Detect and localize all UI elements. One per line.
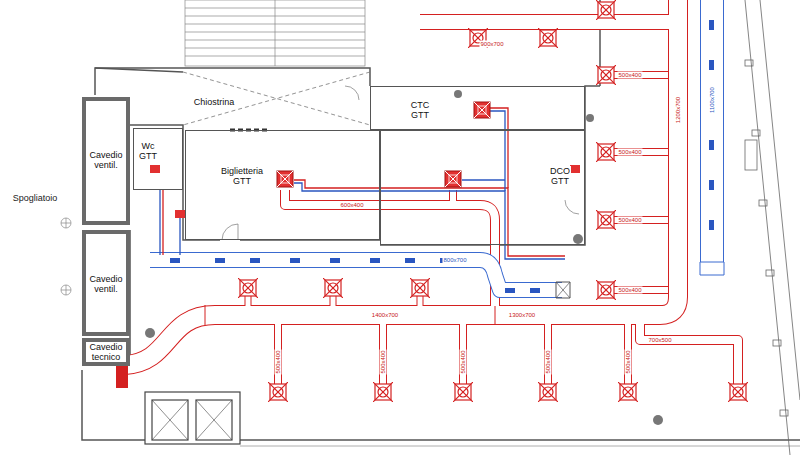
room: Chiostrina xyxy=(183,72,370,126)
duct-dimension: 500x400 xyxy=(617,149,642,156)
duct-dimension: 500x400 xyxy=(380,349,387,374)
duct-dimension: 1200x700 xyxy=(675,96,682,124)
room: Biglietteria GTT xyxy=(185,130,380,240)
room-label: CTC GTT xyxy=(410,100,431,120)
shaft-room: Cavedio ventil. xyxy=(82,230,130,336)
room-name: Spogliatoio xyxy=(12,193,59,203)
duct-dimension: 1400x700 xyxy=(371,312,399,319)
duct-dimension: 500x400 xyxy=(275,349,282,374)
room: CTC GTT xyxy=(370,86,585,130)
duct-dimension: 500x400 xyxy=(617,72,642,79)
duct-dimension: 500x400 xyxy=(545,349,552,374)
room-label: Cavedio ventil. xyxy=(88,150,123,170)
room-label: Cavedio ventil. xyxy=(88,274,123,294)
duct-dimension: 500x400 xyxy=(625,349,632,374)
room-label: Biglietteria GTT xyxy=(220,166,264,186)
shaft-room: Cavedio tecnico xyxy=(82,338,130,366)
shaft-room: Cavedio ventil. xyxy=(82,97,130,225)
duct-dimension: 500x400 xyxy=(617,217,642,224)
duct-dimension: 500x400 xyxy=(617,287,642,294)
room-label: Cavedio tecnico xyxy=(88,342,123,362)
duct-dimension: 600x400 xyxy=(339,202,364,209)
duct-dimension: 1300x700 xyxy=(508,312,536,319)
duct-dimension: 700x500 xyxy=(647,337,672,344)
room: DCO GTT xyxy=(380,130,585,245)
room: Wc GTT xyxy=(133,128,183,190)
duct-dimension: 1100x700 xyxy=(709,86,716,114)
duct-dimension: 500x400 xyxy=(460,349,467,374)
duct-dimension: 800x700 xyxy=(442,257,467,264)
room-label: DCO GTT xyxy=(549,166,571,186)
room-label: Chiostrina xyxy=(193,97,236,107)
duct-dimension: 900x700 xyxy=(479,41,504,48)
room-label: Wc GTT xyxy=(138,141,158,161)
